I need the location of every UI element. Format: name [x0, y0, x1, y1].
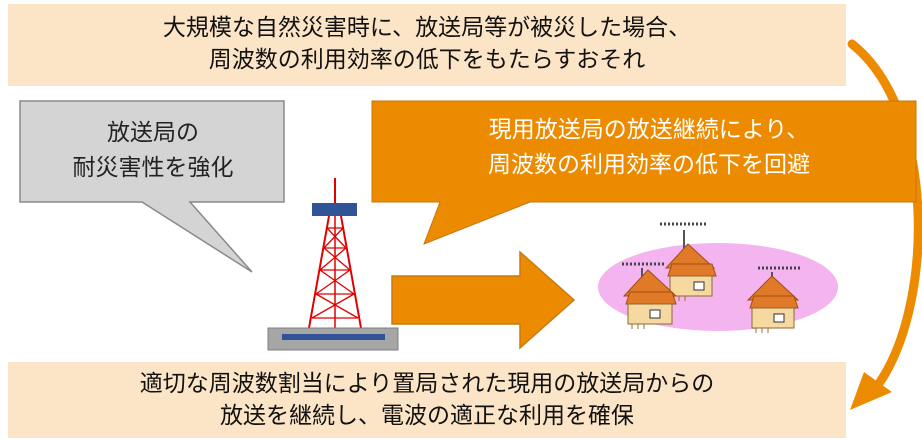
gray-callout	[19, 100, 285, 273]
top-banner: 大規模な自然災害時に、放送局等が被災した場合、 周波数の利用効率の低下をもたらす…	[8, 4, 846, 86]
orange-callout	[371, 100, 917, 245]
top-banner-line-2: 周波数の利用効率の低下をもたらすおそれ	[208, 47, 646, 73]
broadcast-tower-icon	[267, 178, 399, 351]
house-icon	[660, 222, 717, 301]
top-banner-line-1: 大規模な自然災害時に、放送局等が被災した場合、	[162, 15, 692, 41]
orange-callout-line-2: 周波数の利用効率の低下を回避	[488, 152, 810, 178]
orange-callout-line-1: 現用放送局の放送継続により、	[488, 117, 810, 143]
gray-callout-text: 放送局の 耐災害性を強化	[38, 116, 268, 186]
bottom-banner-line-2: 放送を継続し、電波の適正な利用を確保	[220, 403, 634, 429]
house-icon	[746, 266, 800, 333]
gray-callout-line-2: 耐災害性を強化	[72, 155, 234, 181]
orange-callout-text: 現用放送局の放送継続により、 周波数の利用効率の低下を回避	[384, 113, 914, 183]
gray-callout-line-1: 放送局の	[107, 120, 199, 146]
curved-arrow-icon	[847, 39, 922, 410]
house-icon	[622, 262, 678, 329]
right-arrow-icon	[391, 250, 576, 350]
bottom-banner-line-1: 適切な周波数割当により置局された現用の放送局からの	[139, 371, 715, 397]
bottom-banner: 適切な周波数割当により置局された現用の放送局からの 放送を継続し、電波の適正な利…	[8, 362, 846, 438]
